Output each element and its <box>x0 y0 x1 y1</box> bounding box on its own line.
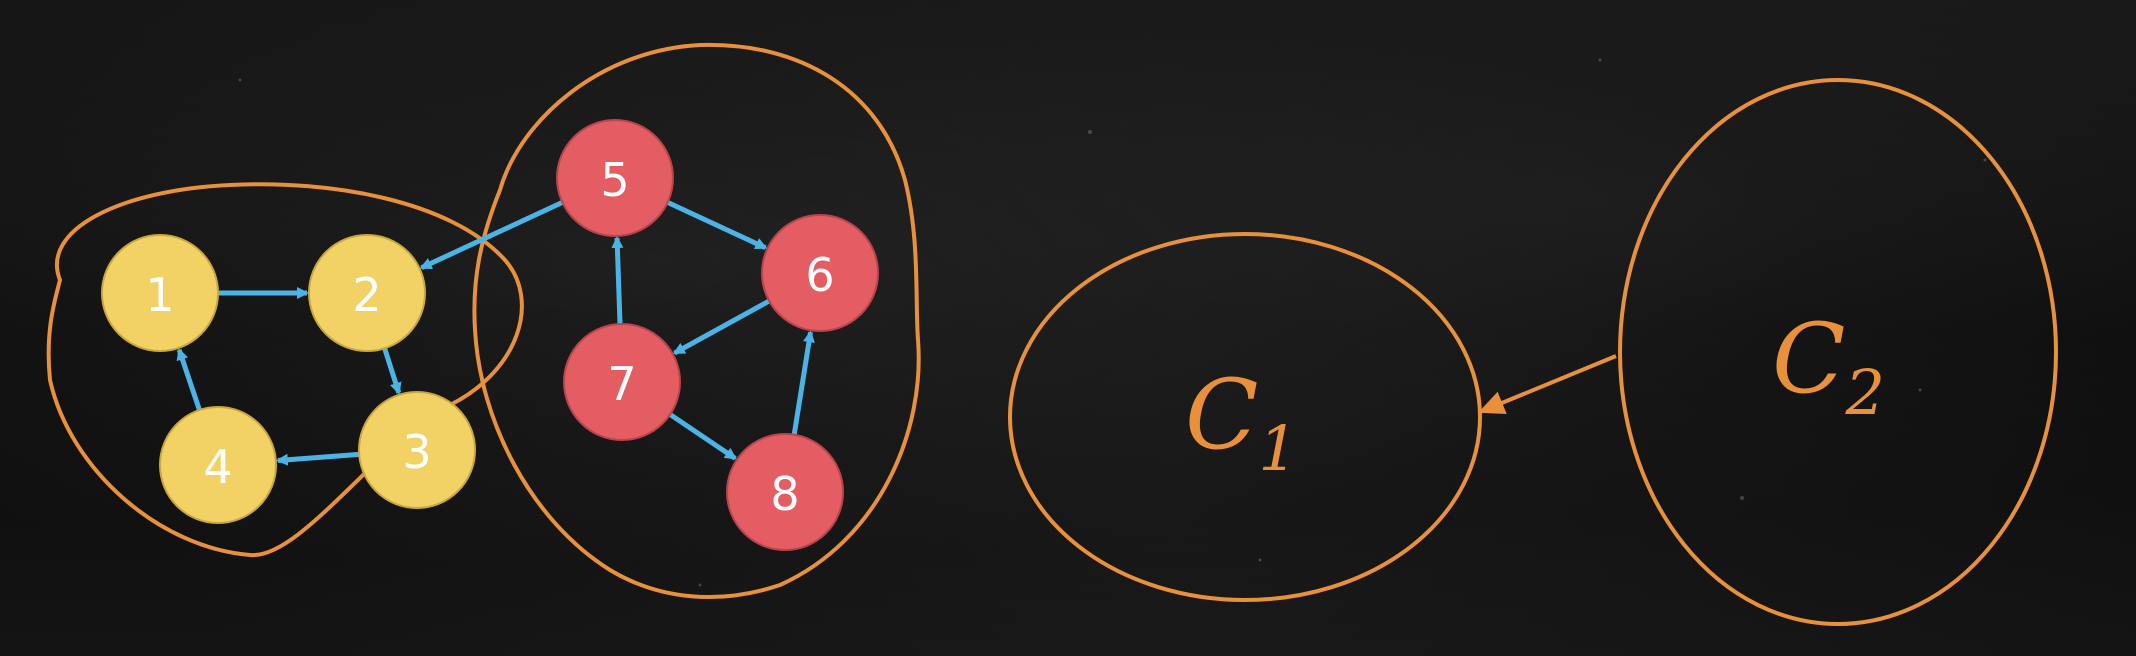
node-1: 1 <box>101 234 219 352</box>
node-5-circle <box>556 119 674 237</box>
graph-nodes: 1 2 3 4 5 6 7 8 <box>101 119 879 551</box>
c2-letter: C <box>1772 303 1845 415</box>
edge-4-to-1 <box>176 347 202 411</box>
node-2-label: 2 <box>352 268 381 322</box>
yellow-scc-outline <box>46 182 524 558</box>
node-1-circle <box>101 234 219 352</box>
c1-subscript: 1 <box>1258 412 1297 485</box>
edge-3-to-4 <box>275 451 360 466</box>
c2-label: C2 <box>1772 303 1885 429</box>
node-4-circle <box>159 406 277 524</box>
c2-subscript: 2 <box>1844 356 1884 429</box>
edge-2-to-3 <box>382 347 402 395</box>
c1-component-outline <box>1008 232 1482 602</box>
node-6: 6 <box>761 214 879 332</box>
c1-letter: C <box>1185 359 1258 471</box>
node-8-circle <box>726 433 844 551</box>
node-1-label: 1 <box>145 268 174 322</box>
node-3: 3 <box>358 391 476 509</box>
node-8: 8 <box>726 433 844 551</box>
edge-7-to-5 <box>611 235 624 325</box>
edge-8-to-6 <box>791 330 815 436</box>
node-7-circle <box>563 323 681 441</box>
node-4-label: 4 <box>203 440 232 494</box>
node-4: 4 <box>159 406 277 524</box>
node-7-label: 7 <box>607 357 636 411</box>
node-6-label: 6 <box>805 248 834 302</box>
c2-to-c1-edge <box>1478 354 1617 414</box>
node-7: 7 <box>563 323 681 441</box>
c1-label: C1 <box>1185 359 1298 485</box>
edge-5-to-6 <box>666 200 768 251</box>
node-3-label: 3 <box>402 425 431 479</box>
node-8-label: 8 <box>770 467 799 521</box>
c2-component-outline <box>1618 78 2058 626</box>
node-5-label: 5 <box>600 153 629 207</box>
node-3-circle <box>358 391 476 509</box>
node-2-circle <box>308 234 426 352</box>
edge-5-to-2 <box>419 200 564 271</box>
node-5: 5 <box>556 119 674 237</box>
red-scc-outline <box>472 42 921 599</box>
edge-6-to-7 <box>672 298 771 356</box>
edge-7-to-8 <box>668 412 737 461</box>
graph-edges <box>176 200 815 466</box>
node-2: 2 <box>308 234 426 352</box>
chalk-specks <box>238 58 1987 587</box>
node-6-circle <box>761 214 879 332</box>
